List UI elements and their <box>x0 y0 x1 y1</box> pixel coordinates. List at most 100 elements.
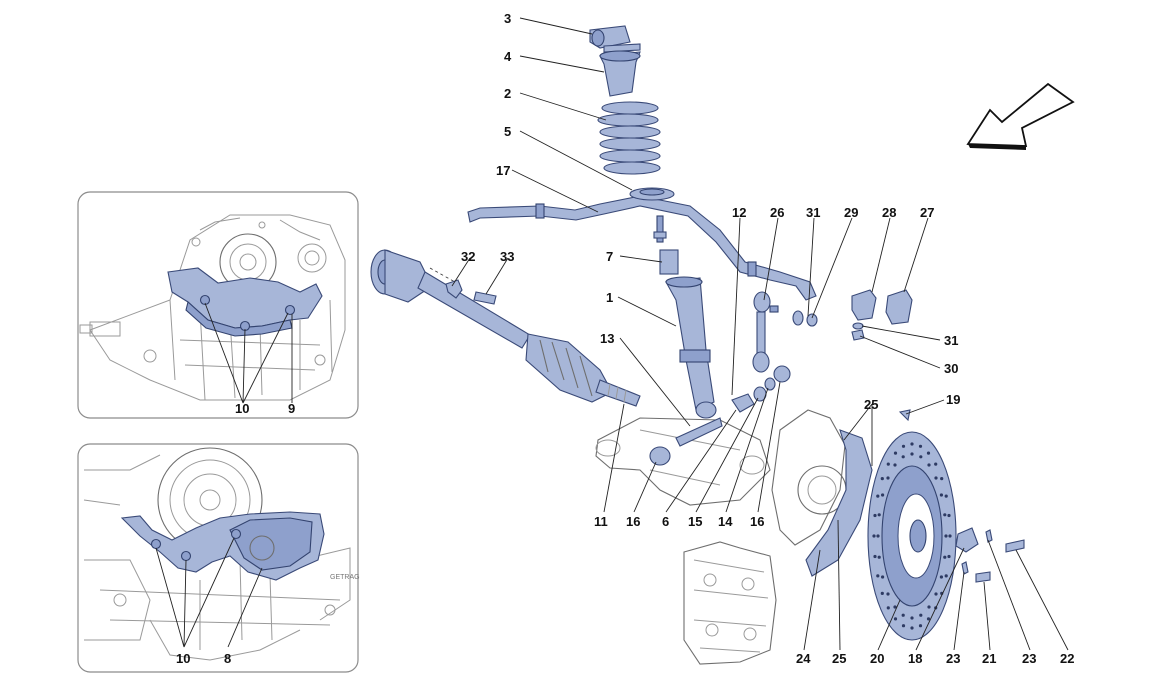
disc-hole <box>939 575 944 579</box>
label-26: 26 <box>770 205 784 220</box>
disc-hole <box>881 575 885 579</box>
label-20: 20 <box>870 651 884 666</box>
disc-hole <box>876 534 880 538</box>
hub-carrier-sketch <box>771 409 847 546</box>
label-33: 33 <box>500 249 514 264</box>
bolt-21 <box>975 571 991 583</box>
disc-hole <box>910 442 914 446</box>
top-mount-3 <box>589 25 641 53</box>
brake-caliper-sketch <box>683 541 777 665</box>
boot-4 <box>599 51 641 97</box>
disc-hole <box>947 513 951 518</box>
clip-23a <box>961 561 969 575</box>
disc-hole <box>918 444 923 448</box>
disc-hole <box>886 592 890 596</box>
label-22: 22 <box>1060 651 1074 666</box>
washer-31 <box>852 322 864 330</box>
disc-hole <box>873 513 877 518</box>
label-2: 2 <box>504 86 511 101</box>
label-12: 12 <box>732 205 746 220</box>
brake-disc-20 <box>867 431 957 641</box>
dust-shield-25 <box>805 429 873 577</box>
stabilizer-bar-17 <box>467 195 817 301</box>
disc-hole <box>886 606 890 610</box>
inset-top: 10 9 <box>77 191 359 419</box>
washer-14 <box>764 377 776 391</box>
disc-hole <box>927 605 931 609</box>
label-19: 19 <box>946 392 960 407</box>
label-17: 17 <box>496 163 510 178</box>
disc-hole <box>926 617 931 621</box>
label-16-left: 16 <box>626 514 640 529</box>
nut-30 <box>851 329 865 341</box>
disc-hole <box>926 451 931 455</box>
label-3: 3 <box>504 11 511 26</box>
disc-hole <box>927 463 931 467</box>
drive-shaft-11 <box>370 249 641 407</box>
disc-hole <box>901 455 905 459</box>
shock-absorber-1 <box>665 276 717 419</box>
disc-hole <box>893 451 898 455</box>
label-16-right: 16 <box>750 514 764 529</box>
bushing-27 <box>885 289 913 325</box>
leader-lines <box>451 17 1069 651</box>
disc-hole <box>877 555 881 559</box>
clip-23b <box>985 529 993 543</box>
bolt-33 <box>473 291 497 305</box>
disc-hole <box>948 534 952 538</box>
disc-hole <box>901 613 905 617</box>
disc-hole <box>880 477 884 481</box>
label-27: 27 <box>920 205 934 220</box>
disc-hole <box>919 613 923 617</box>
disc-hole <box>944 534 948 538</box>
label-28: 28 <box>882 205 896 220</box>
disc-hole <box>876 494 880 498</box>
disc-hole <box>934 476 938 480</box>
label-6: 6 <box>662 514 669 529</box>
label-21: 21 <box>982 651 996 666</box>
bolt-22 <box>1005 539 1025 553</box>
label-18: 18 <box>908 651 922 666</box>
label-31-right: 31 <box>944 333 958 348</box>
disc-hole <box>873 554 877 559</box>
disc-hole <box>880 591 884 596</box>
cap-16a <box>649 446 671 466</box>
washer-29 <box>792 310 804 326</box>
disc-hole <box>876 574 880 578</box>
disc-hole <box>944 574 948 578</box>
label-7: 7 <box>606 249 613 264</box>
label-8: 8 <box>224 651 231 666</box>
disc-hole <box>872 534 876 538</box>
disc-drill-holes <box>872 442 952 630</box>
disc-hole <box>901 624 906 628</box>
disc-hole <box>886 476 890 480</box>
label-30: 30 <box>944 361 958 376</box>
cap-16b <box>773 365 791 383</box>
disc-hole <box>893 463 897 467</box>
disc-hole <box>893 617 898 621</box>
label-32: 32 <box>461 249 475 264</box>
label-4: 4 <box>504 49 512 64</box>
label-29: 29 <box>844 205 858 220</box>
nut-31 <box>806 313 818 327</box>
label-5: 5 <box>504 124 511 139</box>
label-10-top: 10 <box>235 401 249 416</box>
disc-hole <box>886 462 890 466</box>
part-labels: 3 4 2 5 17 12 26 31 29 28 27 32 33 7 1 1… <box>461 11 1074 666</box>
screws-10-top <box>199 294 296 332</box>
disc-hole <box>943 513 947 517</box>
disc-hole <box>893 605 897 609</box>
label-9: 9 <box>288 401 295 416</box>
disc-hole <box>910 452 914 456</box>
clip-19 <box>898 409 911 422</box>
disc-hole <box>877 513 881 517</box>
label-11: 11 <box>594 514 608 529</box>
label-1: 1 <box>606 290 613 305</box>
damper-rod-7 <box>653 215 679 275</box>
label-14: 14 <box>718 514 733 529</box>
label-31-top: 31 <box>806 205 820 220</box>
clamp-28 <box>851 289 877 321</box>
inset-bottom: GETRAG 10 8 <box>77 443 360 673</box>
label-23-right: 23 <box>1022 651 1036 666</box>
